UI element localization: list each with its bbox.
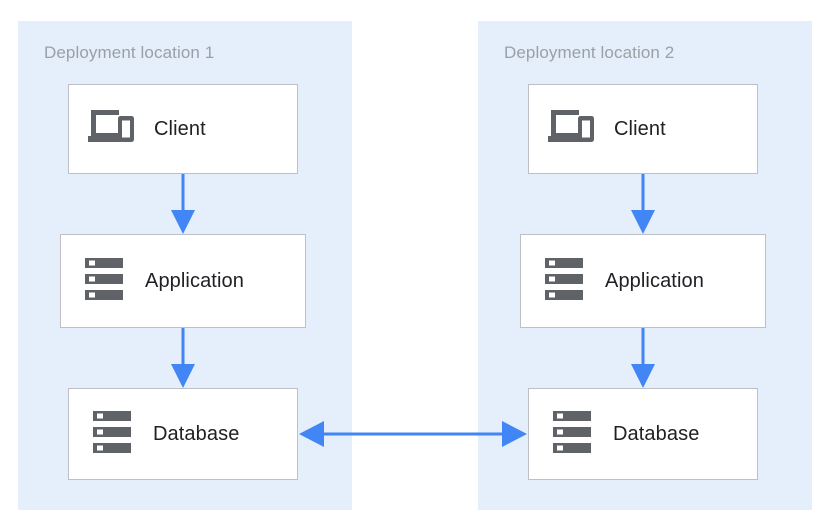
zone-1-title: Deployment location 1: [44, 43, 215, 62]
node-application-2[interactable]: Application: [520, 234, 766, 328]
node-application-2-label: Application: [605, 269, 704, 292]
node-client-1[interactable]: Client: [68, 84, 298, 174]
zone-2-title: Deployment location 2: [504, 43, 675, 62]
node-client-2-label: Client: [614, 117, 666, 140]
server-stack-icon: [85, 257, 123, 305]
node-database-1-label: Database: [153, 422, 240, 445]
devices-icon: [88, 107, 134, 152]
server-stack-icon: [545, 257, 583, 305]
node-client-2[interactable]: Client: [528, 84, 758, 174]
node-database-2-label: Database: [613, 422, 700, 445]
node-application-1[interactable]: Application: [60, 234, 306, 328]
server-stack-icon: [93, 410, 131, 458]
devices-icon: [548, 107, 594, 152]
server-stack-icon: [553, 410, 591, 458]
node-database-1[interactable]: Database: [68, 388, 298, 480]
node-database-2[interactable]: Database: [528, 388, 758, 480]
node-client-1-label: Client: [154, 117, 206, 140]
node-application-1-label: Application: [145, 269, 244, 292]
